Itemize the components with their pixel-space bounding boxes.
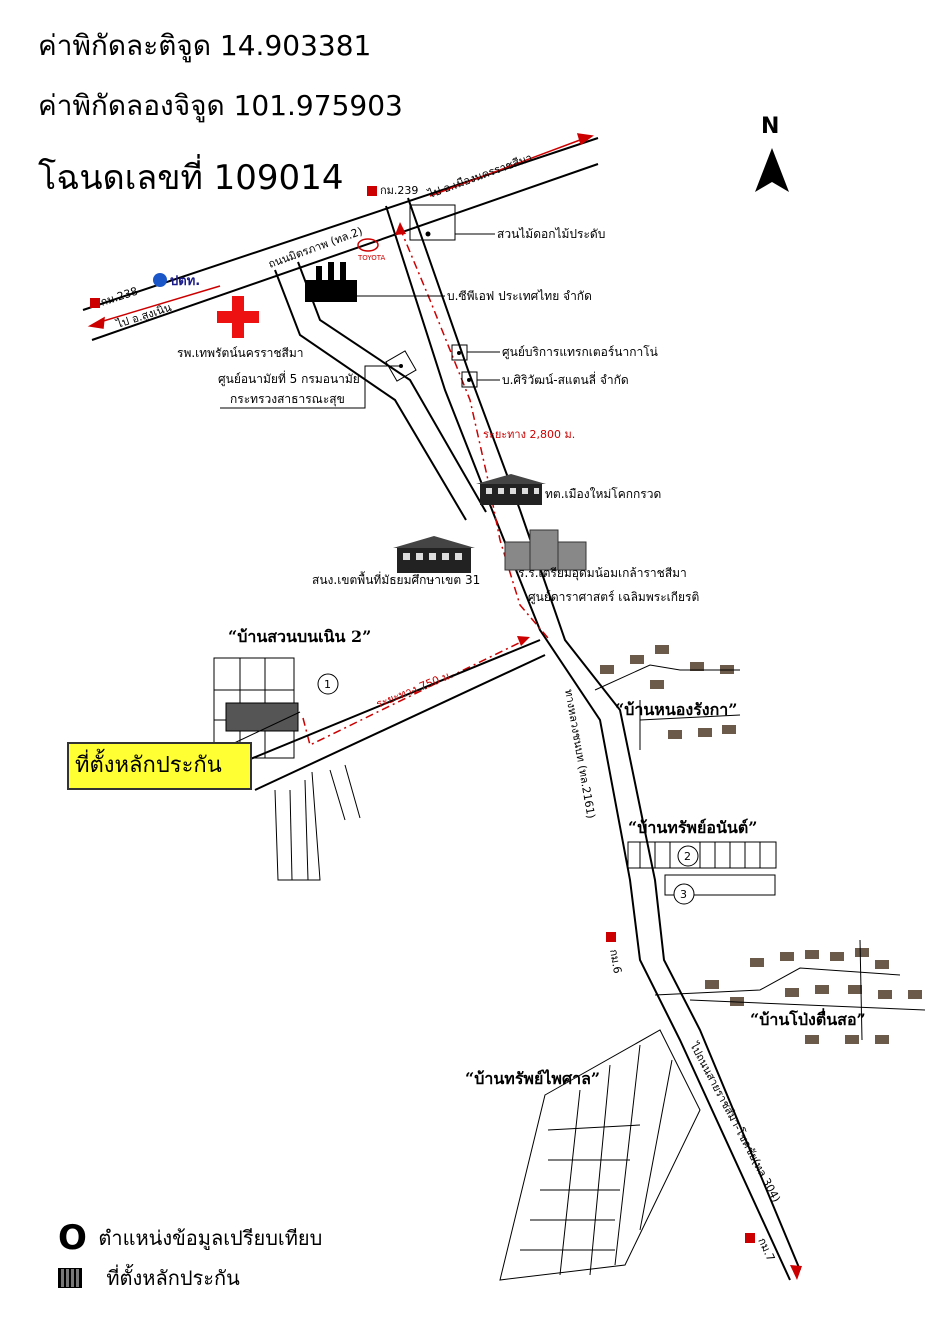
distance-750-label: ระยะทาง 750 ม.: [374, 668, 455, 711]
cpf-label: บ.ซีพีเอฟ ประเทศไทย จำกัด: [447, 289, 592, 303]
to-nakhon-label: ไป อ.เมืองนครราชสีมา: [426, 151, 534, 201]
tractor-label: ศูนย์บริการแทรกเตอร์นากาโน่: [502, 345, 658, 360]
km239-label: กม.239: [380, 184, 418, 197]
route-arrow-top: [395, 222, 406, 235]
school-label-2: ศูนย์ดาราศาสตร์ เฉลิมพระเกียรติ: [528, 590, 699, 605]
hospital-label: รพ.เทพรัตน์นครราชสีมา: [177, 346, 304, 360]
marker-3-label: 3: [680, 888, 687, 901]
health-center-label-1: ศูนย์อนามัยที่ 5 กรมอนามัย: [218, 370, 360, 387]
hospital-cross-icon: [217, 296, 259, 338]
marker-1-label: 1: [324, 678, 331, 691]
municipality-building-icon: [476, 474, 546, 505]
village-access-road: [247, 639, 546, 791]
deed-number-text: โฉนดเลขที่ 109014: [38, 158, 344, 198]
village-suan-bon-noen: “บ้านสวนบนเนิน 2”: [228, 627, 371, 646]
sap-anan-plots: [627, 841, 777, 896]
latitude-text: ค่าพิกัดละติจูด 14.903381: [38, 29, 372, 62]
north-arrow-icon: [755, 148, 789, 192]
edu-office-label: สนง.เขตพื้นที่มัธยมศึกษาเขต 31: [312, 571, 480, 587]
village-sap-phaisan: “บ้านทรัพย์ไพศาล”: [465, 1069, 600, 1088]
pong-tuen-so-houses: [705, 948, 922, 1044]
distance-2800-label: ระยะทาง 2,800 ม.: [483, 428, 575, 441]
legend-collateral-icon: [58, 1268, 82, 1288]
marker-2-label: 2: [684, 850, 691, 863]
village-nong-rangka: “บ้านหนองรังกา”: [615, 700, 737, 719]
highway-arrows: [87, 133, 594, 329]
km6-label: กม.6: [607, 948, 624, 974]
ptt-label: ปตท.: [170, 274, 200, 289]
legend-compare-text: ตำแหน่งข้อมูลเปรียบเทียบ: [98, 1226, 323, 1250]
bottom-arrow: [790, 1265, 802, 1280]
school-label-1: ร.ร.เตรียมอุดมน้อมเกล้าราชสีมา: [518, 566, 687, 581]
sap-phaisan-plots: [499, 1029, 701, 1281]
ptt-logo-icon: [153, 273, 167, 287]
to-chok-chai-label: ไปถนนสายราชสีมา-โชคชัย(ทล.304): [687, 1039, 784, 1204]
km238-label: กม.238: [99, 285, 140, 309]
marker-2: [677, 845, 699, 867]
garden-label: สวนไม้ดอกไม้ประดับ: [497, 227, 605, 241]
village-sap-anan: “บ้านทรัพย์อนันต์”: [628, 818, 757, 837]
route-2800: [399, 227, 549, 639]
village-pong-tuen-so: “บ้านโป่งตื่นสอ”: [750, 1008, 866, 1029]
to-sung-noen-label: ไป อ.สูงเนิน: [114, 301, 174, 331]
mittraphap-road: [82, 137, 599, 341]
factory-icon: [305, 262, 357, 302]
siriwat-label: บ.ศิริวัฒน์-สแตนลี่ จำกัด: [502, 371, 629, 387]
edu-office-building-icon: [393, 536, 475, 573]
collateral-plot: [225, 702, 299, 732]
toyota-label: TOYOTA: [357, 254, 386, 262]
legend-compare: O ตำแหน่งข้อมูลเปรียบเทียบ: [58, 1218, 322, 1258]
school-building-icon: [504, 529, 587, 571]
marker-3: [673, 883, 695, 905]
legend-collateral: ที่ตั้งหลักประกัน: [58, 1262, 240, 1294]
longitude-text: ค่าพิกัดลองจิจูด 101.975903: [38, 89, 403, 122]
legend-compare-symbol: O: [58, 1218, 87, 1258]
collateral-location-label: ที่ตั้งหลักประกัน: [67, 742, 252, 790]
marker-1: [317, 673, 339, 695]
legend-collateral-text: ที่ตั้งหลักประกัน: [106, 1266, 240, 1290]
suan-lower-plots: [274, 764, 361, 881]
main-road: [385, 197, 801, 1281]
health-center-label-2: กระทรวงสาธารณะสุข: [230, 392, 345, 407]
north-arrow: N: [735, 110, 810, 205]
toyota-logo-icon: [357, 238, 379, 252]
km7-label: กม.7: [755, 1236, 777, 1264]
route-arrow-750: [517, 636, 530, 646]
north-label: N: [761, 114, 780, 139]
nong-rangka-houses: [600, 645, 736, 739]
municipality-label: ทต.เมืองใหม่โคกกรวด: [545, 487, 661, 501]
km-markers: [90, 186, 755, 1243]
